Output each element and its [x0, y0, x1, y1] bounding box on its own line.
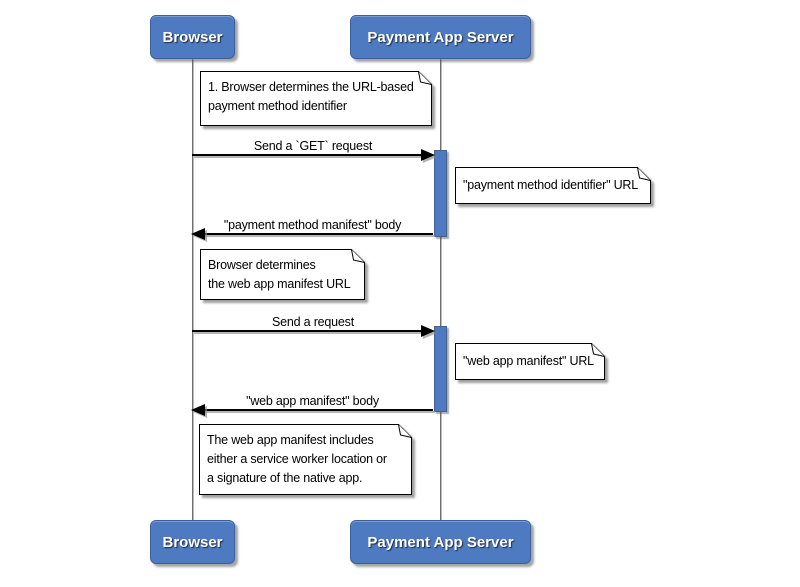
- actor-browser-bottom: Browser: [150, 520, 235, 564]
- note-shape: [200, 71, 432, 126]
- actor-server-top: Payment App Server: [350, 15, 531, 59]
- arrowhead-right-icon: [421, 149, 435, 161]
- message-label: Send a `GET` request: [253, 139, 373, 153]
- message-label: "payment method manifest" body: [223, 218, 402, 232]
- note-text: Browser determines the web app manifest …: [208, 258, 351, 291]
- note-shape: [199, 424, 412, 495]
- note-browser-determines-manifest-url: Browser determines the web app manifest …: [200, 249, 365, 300]
- message-line: [192, 154, 424, 156]
- note-text: "web app manifest" URL: [463, 354, 594, 368]
- actor-server-label: Payment App Server: [367, 28, 514, 46]
- message-line: [202, 233, 433, 235]
- note-text: The web app manifest includes either a s…: [207, 433, 387, 485]
- actor-browser-label: Browser: [162, 533, 223, 551]
- arrowhead-left-icon: [191, 404, 205, 416]
- activation-bar-server-2: [434, 326, 447, 412]
- note-url-based-identifier: 1. Browser determines the URL-based paym…: [200, 71, 432, 126]
- note-text: 1. Browser determines the URL-based paym…: [208, 80, 414, 113]
- activation-bar-server-1: [434, 150, 447, 237]
- actor-browser-top: Browser: [150, 15, 235, 59]
- message-send-a-request: Send a request: [192, 310, 435, 337]
- message-payment-method-manifest-body: "payment method manifest" body: [191, 213, 433, 240]
- message-line: [192, 330, 424, 332]
- note-text: "payment method identifier" URL: [463, 178, 638, 192]
- note-shape: [455, 167, 651, 204]
- note-manifest-contents: The web app manifest includes either a s…: [199, 424, 412, 495]
- message-web-app-manifest-body: "web app manifest" body: [191, 389, 433, 416]
- actor-browser-label: Browser: [162, 28, 223, 46]
- message-send-get-request: Send a `GET` request: [192, 134, 435, 161]
- note-shape: [455, 343, 605, 380]
- arrowhead-left-icon: [191, 228, 205, 240]
- message-label: "web app manifest" body: [246, 394, 379, 408]
- note-shape: [200, 249, 365, 300]
- note-payment-method-identifier-url: "payment method identifier" URL: [455, 167, 651, 204]
- message-label: Send a request: [272, 315, 354, 329]
- actor-server-bottom: Payment App Server: [350, 520, 531, 564]
- lifeline-server: [440, 59, 441, 520]
- message-line: [202, 409, 433, 411]
- lifeline-browser: [192, 59, 193, 520]
- actor-server-label: Payment App Server: [367, 533, 514, 551]
- arrowhead-right-icon: [421, 325, 435, 337]
- note-web-app-manifest-url: "web app manifest" URL: [455, 343, 605, 380]
